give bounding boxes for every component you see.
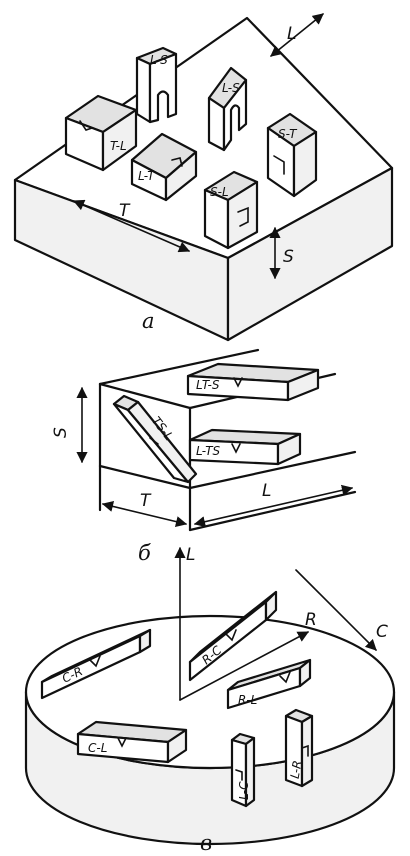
specimen-L-S-right: L-S	[207, 66, 248, 152]
specimen-L-C: L-C	[230, 732, 256, 808]
specimen-label: LT-S	[196, 378, 220, 392]
specimen-C-L: C-L	[76, 720, 188, 764]
arrow-L-b	[193, 484, 354, 528]
specimen-C-R: C-R	[40, 628, 152, 700]
label-L-a: L	[287, 24, 296, 44]
label-L-b: L	[262, 481, 271, 501]
arrow-T-b	[101, 500, 188, 528]
specimen-L-S: L-S	[135, 46, 178, 124]
specimen-label: S-L	[210, 185, 229, 199]
specimen-TS-L: TS-L	[112, 394, 198, 484]
specimen-T-L: T-L	[64, 94, 138, 172]
label-S-a: S	[283, 247, 294, 267]
label-T-a: T	[119, 201, 131, 221]
specimen-L-T: L-T	[130, 132, 198, 202]
specimen-label: C-L	[88, 741, 107, 755]
specimen-label: L-S	[150, 53, 168, 67]
arrow-L-direction	[270, 13, 324, 57]
specimen-LT-S: LT-S	[186, 362, 320, 402]
label-L-c: L	[186, 545, 195, 565]
specimen-label: T-L	[110, 139, 127, 153]
specimen-label: L-TS	[196, 444, 221, 458]
specimen-S-T: S-T	[266, 112, 318, 198]
caption-panel-b: б	[138, 541, 151, 565]
specimen-label: L-S	[222, 81, 240, 95]
specimen-label: R-L	[238, 693, 257, 707]
caption-panel-a: а	[142, 309, 155, 333]
specimen-label: L-R	[288, 759, 305, 780]
caption-panel-c: в	[200, 831, 212, 855]
specimen-L-R: L-R	[284, 708, 314, 788]
plate-side-face	[226, 166, 394, 342]
axis-C	[295, 569, 377, 651]
label-R-c: R	[305, 610, 317, 630]
panel-a-plate	[13, 16, 394, 342]
specimen-label: L-T	[138, 169, 156, 183]
label-C-c: C	[376, 622, 388, 642]
specimen-label: S-T	[278, 127, 298, 141]
arrow-T-direction	[72, 199, 191, 253]
axis-R	[179, 631, 309, 701]
label-S-b: S	[51, 427, 71, 438]
specimen-L-TS: L-TS	[188, 428, 302, 466]
label-T-b: T	[140, 491, 152, 511]
specimen-label: L-C	[237, 781, 251, 800]
specimen-S-L: S-L	[203, 170, 259, 250]
specimen-R-L: R-L	[226, 658, 312, 710]
